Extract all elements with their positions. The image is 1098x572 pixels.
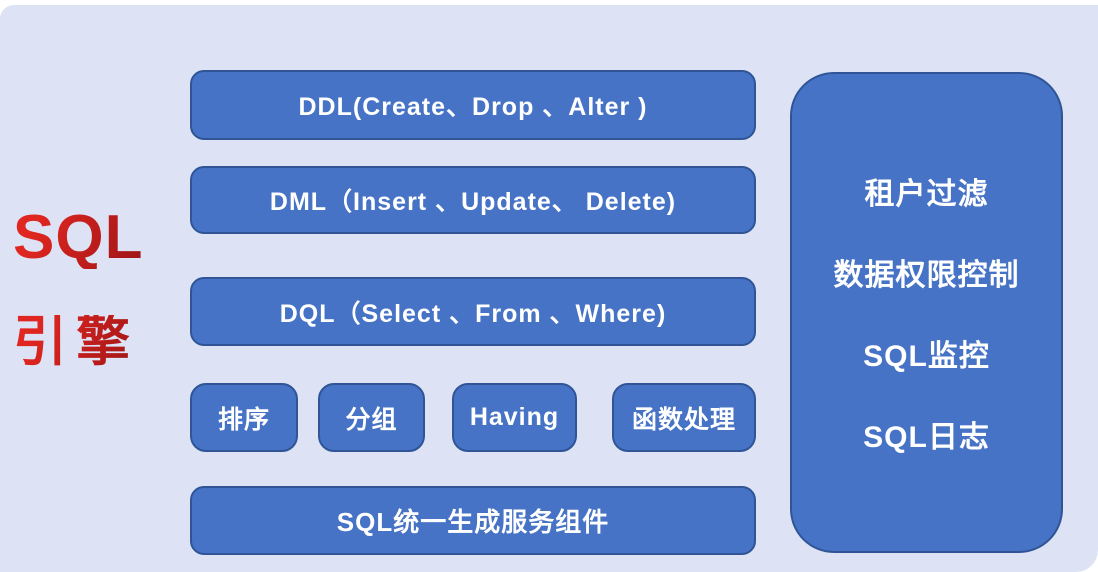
side-panel-item-tenant-filter: 租户过滤 <box>864 177 989 211</box>
side-panel-item-sql-log: SQL日志 <box>863 420 990 454</box>
side-panel-item-sql-monitor: SQL监控 <box>863 339 990 373</box>
side-panel: 租户过滤 数据权限控制 SQL监控 SQL日志 <box>790 72 1063 553</box>
dml-box-label: DML（Insert 、Update、 Delete) <box>269 188 677 216</box>
side-panel-item-data-permission: 数据权限控制 <box>833 258 1020 292</box>
sql-generation-service-box: SQL统一生成服务组件 <box>190 486 756 555</box>
sort-box: 排序 <box>190 383 298 452</box>
title-line-engine: 引擎 <box>13 315 183 369</box>
function-processing-box-label: 函数处理 <box>631 405 736 434</box>
dml-box: DML（Insert 、Update、 Delete) <box>190 166 756 234</box>
diagram-title: SQL 引擎 <box>13 207 183 370</box>
having-box-label: Having <box>469 403 560 431</box>
ddl-box-label: DDL(Create、Drop 、Alter ) <box>298 93 648 121</box>
having-box: Having <box>452 383 577 452</box>
group-box: 分组 <box>318 383 425 452</box>
group-box-label: 分组 <box>345 405 398 434</box>
sort-box-label: 排序 <box>217 405 270 434</box>
sql-generation-service-label: SQL统一生成服务组件 <box>336 507 610 537</box>
dql-box-label: DQL（Select 、From 、Where) <box>279 299 667 328</box>
ddl-box: DDL(Create、Drop 、Alter ) <box>190 70 756 140</box>
title-line-sql: SQL <box>13 207 183 269</box>
dql-box: DQL（Select 、From 、Where) <box>190 277 756 346</box>
function-processing-box: 函数处理 <box>612 383 756 452</box>
